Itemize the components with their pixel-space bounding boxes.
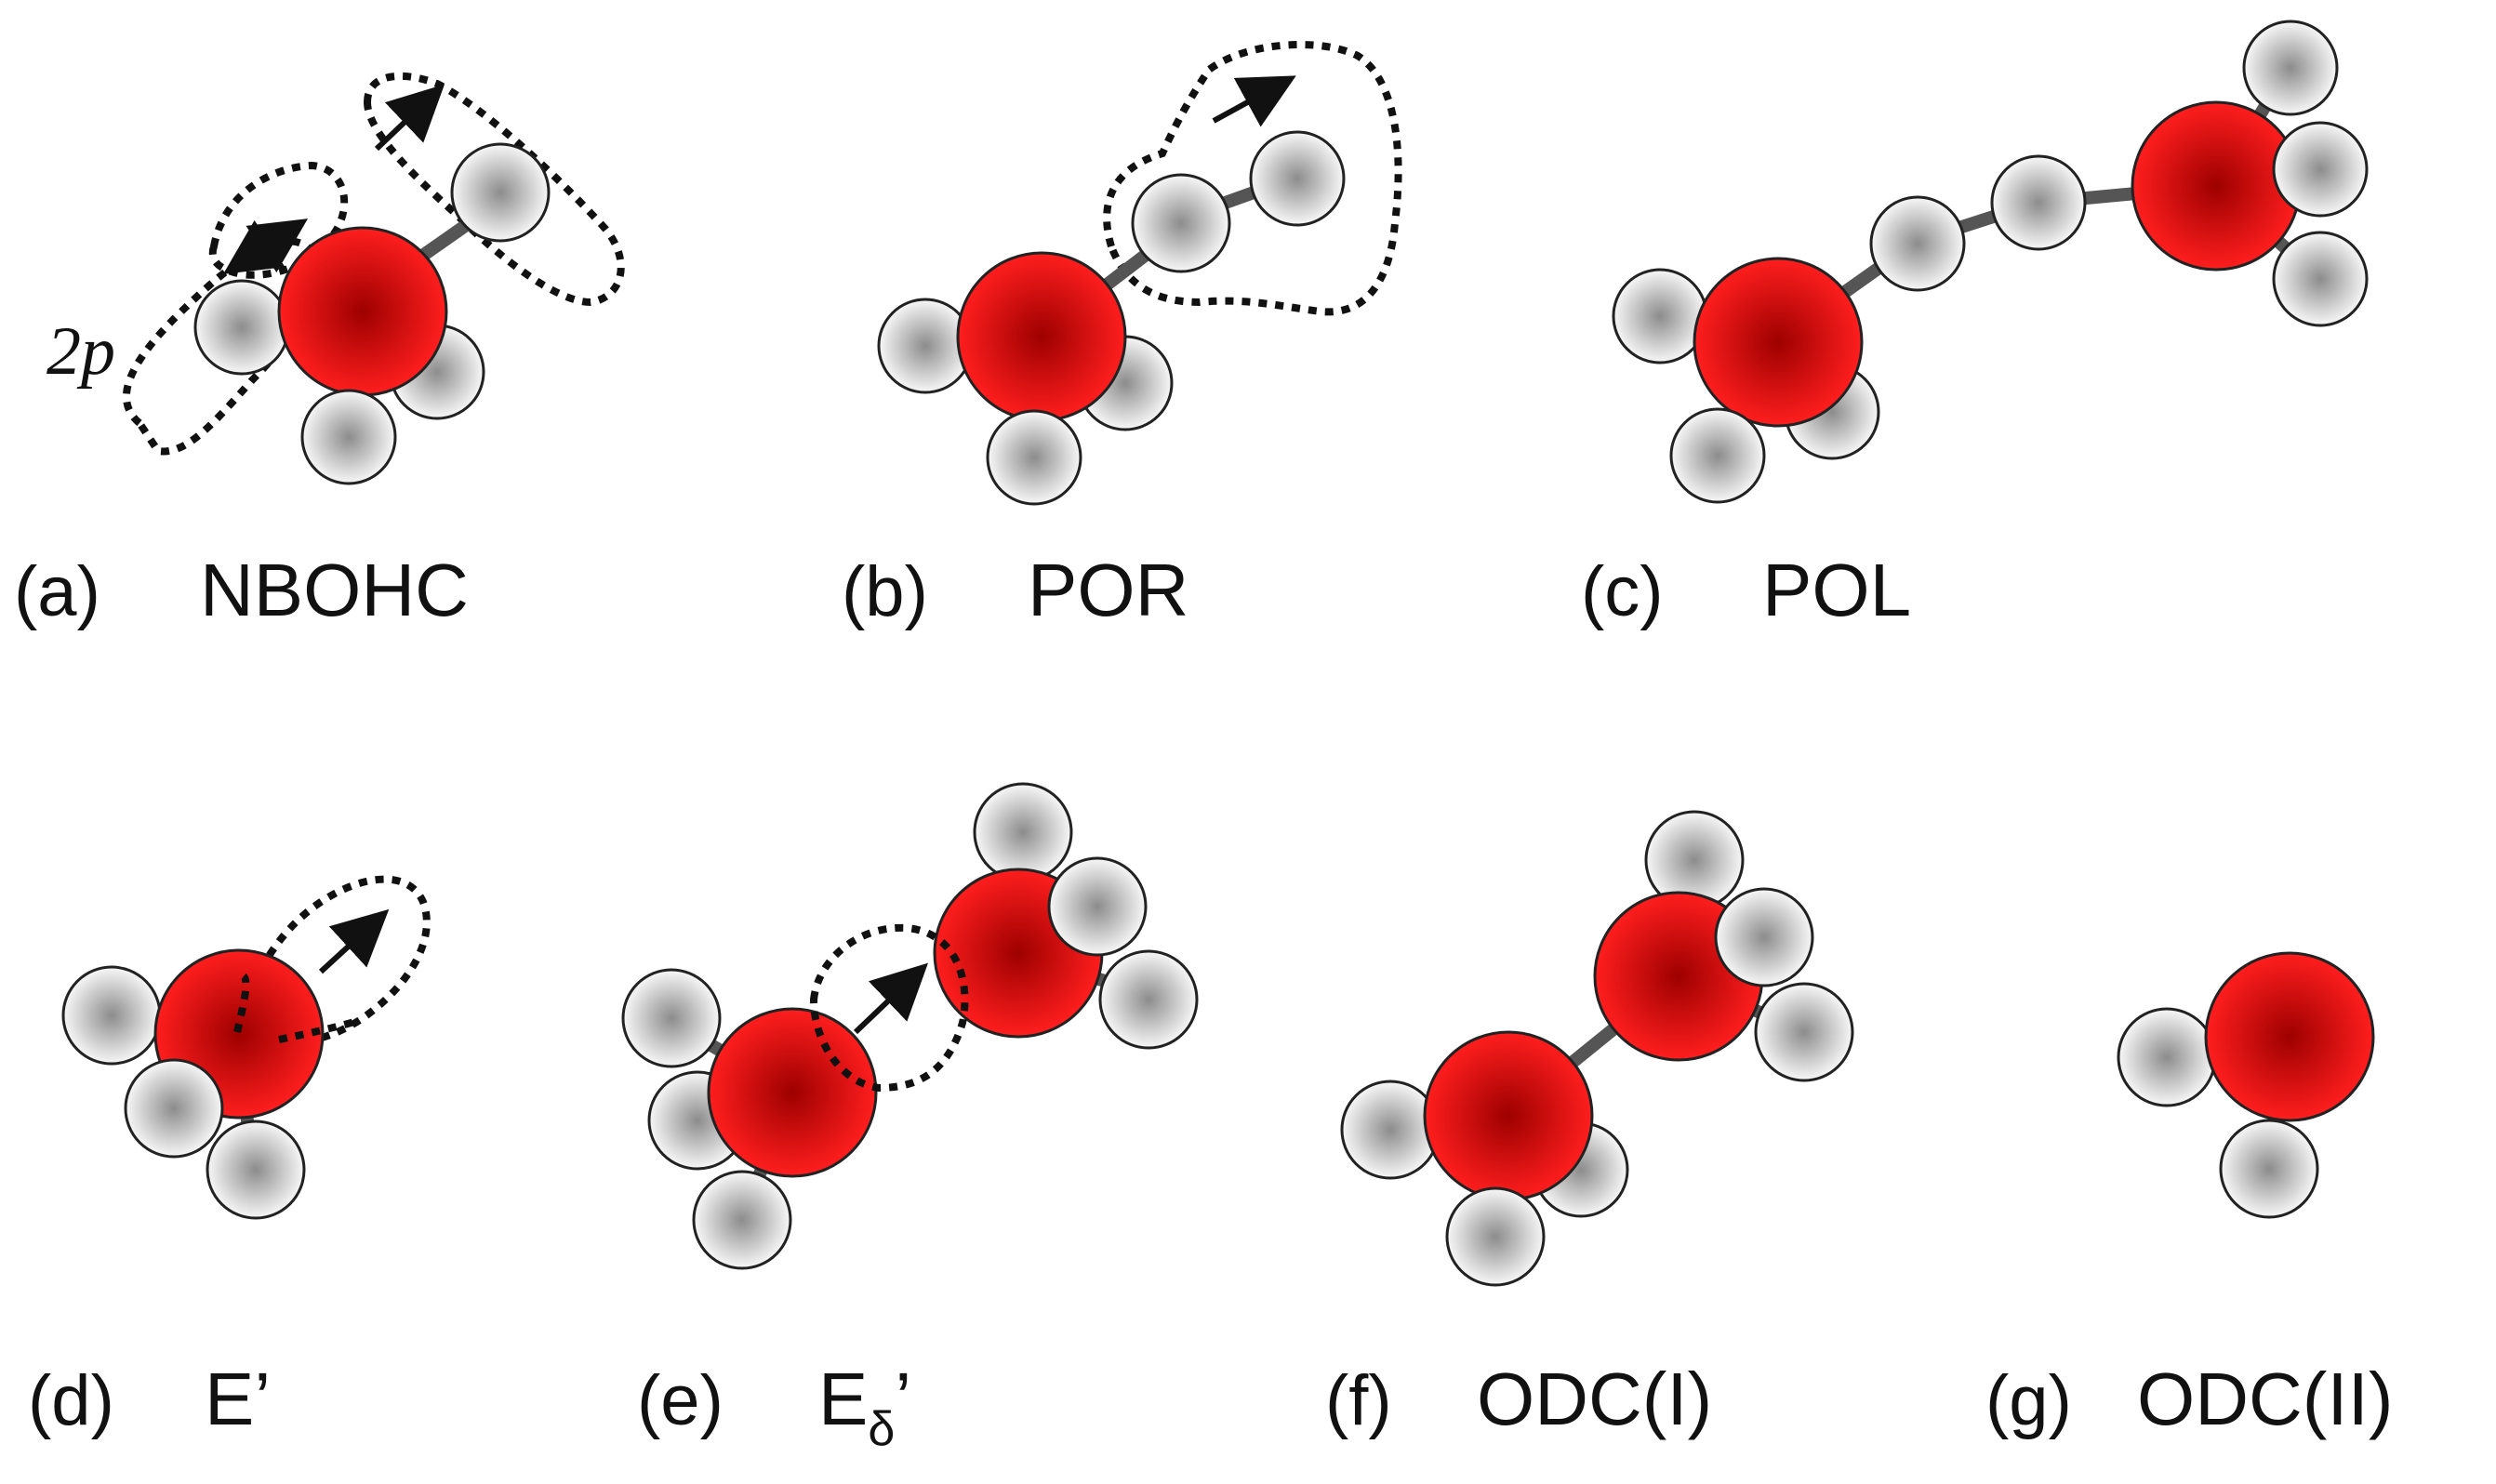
oxygen-atom: [61, 965, 162, 1066]
panel-e-e-delta-structure: [621, 782, 1199, 1270]
panel-a-tag: (a): [14, 552, 100, 631]
silicon-atom: [2204, 951, 2375, 1122]
panel-c-name: POL: [1762, 549, 1911, 631]
panel-g-odc2-structure: [2117, 951, 2375, 1219]
panel-e-name-main: E: [818, 1358, 868, 1440]
silicon-atom: [707, 1007, 878, 1178]
panel-c-pol-structure: [1612, 20, 2369, 504]
panel-c-tag: (c): [1581, 552, 1664, 631]
oxygen-atom: [1612, 268, 1708, 364]
oxygen-atom: [692, 1170, 792, 1270]
panel-f-odc1-structure: [1340, 810, 1854, 1287]
panel-e-name-subscript: δ: [868, 1402, 895, 1456]
panel-a-nbohc-structure: [122, 72, 625, 485]
silicon-atom: [956, 251, 1127, 422]
panel-g-tag: (g): [1985, 1361, 2072, 1440]
silicon-atom: [1423, 1030, 1594, 1201]
oxygen-atom: [1714, 887, 1814, 987]
oxygen-atom: [2272, 121, 2369, 218]
oxygen-atom: [1869, 195, 1966, 292]
oxygen-atom: [450, 142, 551, 243]
silicon-atom: [277, 226, 448, 397]
oxygen-atom: [1249, 130, 1346, 227]
oxygen-atom: [986, 409, 1082, 506]
oxygen-atom: [2272, 231, 2369, 327]
oxygen-atom: [300, 389, 397, 485]
silicon-atom: [1693, 257, 1864, 428]
oxygen-atom: [2219, 1119, 2319, 1219]
oxygen-atom: [1669, 407, 1766, 504]
oxygen-atom: [2242, 20, 2339, 116]
panel-g-name: ODC(II): [2137, 1358, 2394, 1440]
oxygen-atom: [1445, 1186, 1546, 1287]
arrow: [318, 908, 390, 974]
oxygen-atom: [1131, 173, 1231, 273]
orbital-lobe-overlay: [233, 973, 250, 1033]
oxygen-atom: [2117, 1007, 2217, 1107]
arrow: [853, 962, 929, 1035]
orbital-lobe-lower: [122, 237, 322, 456]
arrow: [1212, 75, 1296, 127]
oxygen-atom: [621, 968, 722, 1068]
panel-a-name: NBOHC: [200, 549, 469, 631]
silicon-atom: [2131, 100, 2302, 272]
oxygen-atom: [1098, 949, 1199, 1050]
panel-e-name: Eδ’: [818, 1358, 911, 1456]
oxygen-atom: [193, 279, 290, 376]
oxygen-atom: [124, 1058, 224, 1159]
oxygen-atom: [1990, 154, 2087, 251]
panel-f-name: ODC(I): [1477, 1358, 1712, 1440]
panel-b-name: POR: [1028, 549, 1188, 631]
orbital-lobe-upper: [363, 72, 625, 307]
orbital-lobe: [809, 923, 969, 1093]
oxygen-atom: [1754, 982, 1854, 1082]
orbital-lobe: [1103, 41, 1402, 316]
oxygen-atom: [973, 782, 1073, 882]
oxygen-atom: [1340, 1080, 1441, 1180]
panel-e-name-suffix: ’: [895, 1358, 911, 1440]
panel-f-tag: (f): [1325, 1361, 1392, 1440]
oxygen-atom: [1047, 856, 1148, 957]
panel-d-e-prime-structure: [61, 875, 431, 1220]
panel-b-por-structure: [877, 41, 1402, 506]
panel-e-tag: (e): [637, 1361, 724, 1440]
orbital-lobe-overlay: [278, 1017, 360, 1043]
panel-d-name: E’: [205, 1358, 271, 1440]
panel-d-tag: (d): [28, 1361, 114, 1440]
arrow: [374, 84, 445, 152]
panel-b-tag: (b): [842, 552, 928, 631]
oxygen-atom: [206, 1120, 306, 1220]
arrow: [222, 219, 296, 274]
orbital-label: 2p: [46, 313, 115, 390]
